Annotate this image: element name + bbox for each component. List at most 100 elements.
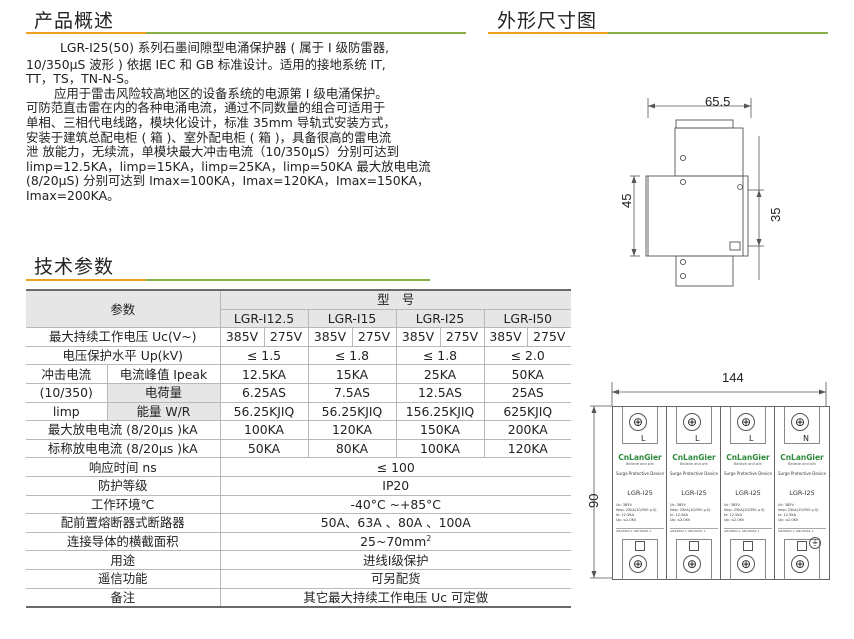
table-row: 连接导体的横截面积 25~70mm2 (26, 531, 571, 552)
cell: 100KA (395, 438, 485, 459)
row-label: 备注 (26, 587, 221, 608)
cell: ≤ 1.5 (219, 345, 309, 366)
front-height-label: 90 (586, 493, 601, 508)
screw-terminal-icon: ⊕ (629, 413, 647, 431)
spec-table: 参数 型 号 LGR-I12.5 LGR-I15 LGR-I25 LGR-I50… (26, 289, 571, 609)
module-spec: In: 12.5KA (616, 513, 634, 517)
overview-text: LGR-I25(50) 系列石墨间隙型电涌保护器 ( 属于 Ⅰ 级防雷器, 10… (26, 40, 486, 204)
module-code: GB18802.1 GB/18061.1 (616, 528, 664, 533)
overview-line: limp=12.5KA，limp=15KA，limp=25KA，limp=50K… (26, 158, 431, 174)
terminal-slot-icon (743, 541, 753, 551)
cell: 275V (263, 327, 309, 347)
row-label: 用途 (26, 550, 221, 570)
side-height-right-label: 35 (768, 207, 783, 222)
screw-terminal-icon: ⊕ (683, 413, 701, 431)
ground-icon: ⏚ (809, 537, 821, 549)
dimensions-title: 外形尺寸图 (497, 10, 598, 32)
cell: 275V (526, 327, 571, 347)
module-spec: Iimp: 25kA(10/350 μ S) (724, 508, 765, 512)
module-brand-sub: Believe and win (626, 462, 654, 466)
module-desc: Surge Protective Device (724, 471, 772, 476)
overview-line: 泄 放能力，无续流，单模块最大冲击电流（10/350μS）分别可达到 (26, 144, 400, 160)
terminal-label: N (803, 434, 809, 443)
overview-line: 可防范直击雷在内的各种电涌电流，通过不同数量的组合可适用于 (26, 100, 386, 116)
param-header: 参数 (26, 289, 221, 329)
overview-line: TT，TS，TN-N-S。 (26, 71, 137, 87)
cell: 385V (307, 327, 353, 347)
module-bottom-block (730, 539, 766, 580)
cell: ≤ 1.8 (307, 345, 397, 366)
module-spec: In: 12.5KA (670, 513, 688, 517)
model-name: LGR-I25 (395, 308, 485, 329)
row-label: 电压保护水平 Up(kV) (26, 345, 221, 366)
module-spec: Iimp: 25kA(10/350 μ S) (670, 508, 711, 512)
cell: 200KA (483, 420, 571, 440)
model-name: LGR-I12.5 (219, 308, 309, 329)
cell: 25AS (483, 382, 571, 403)
module-top-block (676, 407, 712, 444)
module-model: LGR-I25 (627, 489, 653, 497)
module-desc: Surge Protective Device (670, 471, 718, 476)
module-desc: Surge Protective Device (616, 471, 664, 476)
front-view-drawing (590, 382, 827, 579)
cell: 7.5AS (307, 382, 397, 403)
cell: 50KA (219, 438, 309, 459)
module-spec: Uc: 385V (724, 503, 740, 507)
screw-terminal-icon: ⊕ (791, 555, 809, 573)
module-spec: Uc: 385V (778, 503, 794, 507)
module-model: LGR-I25 (681, 489, 707, 497)
module-spec: Iimp: 25kA(10/350 μ S) (616, 508, 657, 512)
overview-line: 应用于雷击风险较高地区的设备系统的电源第 Ⅰ 级电涌保护。 (54, 85, 388, 101)
module-brand-sub: Believe and win (734, 462, 762, 466)
row-label: 最大持续工作电压 Uc(V~) (26, 327, 221, 347)
module-top-block (622, 407, 658, 444)
table-row: 遥信功能 可另配货 (26, 568, 571, 589)
module-spec: Up: ≤2.0KV (724, 518, 745, 522)
screw-terminal-icon: ⊕ (791, 413, 809, 431)
row-label: 电荷量 (106, 382, 221, 403)
module-brand: CnLanGier (726, 453, 770, 462)
terminal-slot-icon (689, 541, 699, 551)
module-spec-block: Uc: 385V Iimp: 25kA(10/350 μ S) In: 12.5… (616, 503, 657, 523)
module-4: ⊕ N CnLanGier Believe and win Surge Prot… (774, 406, 830, 580)
table-row: 参数 型 号 (26, 289, 571, 329)
table-row: 最大放电电流 (8/20μs )kA 100KA 120KA 150KA 200… (26, 420, 571, 440)
cell: 其它最大持续工作电压 Uc 可定做 (219, 587, 571, 608)
cell: 25KA (395, 364, 485, 384)
cell: 100KA (219, 420, 309, 440)
module-2: ⊕ L CnLanGier Believe and win Surge Prot… (666, 406, 722, 580)
module-spec: Iimp: 25kA(10/350 μ S) (778, 508, 819, 512)
cell: 6.25AS (219, 382, 309, 403)
cell: 56.25KJIQ (219, 401, 309, 422)
overview-line: Imax=200KA。 (26, 187, 120, 203)
row-label: 响应时间 ns (26, 457, 221, 477)
cell: 50KA (483, 364, 571, 384)
model-name: LGR-I15 (307, 308, 397, 329)
cell: 进线Ⅰ级保护 (219, 550, 571, 570)
cell: 56.25KJIQ (307, 401, 397, 422)
module-spec: Up: ≤2.0KV (670, 518, 691, 522)
module-bottom-block (676, 539, 712, 580)
row-label: 遥信功能 (26, 568, 221, 589)
terminal-label: L (695, 434, 700, 443)
model-name: LGR-I50 (483, 308, 571, 329)
row-label: 电流峰值 Ipeak (106, 364, 221, 384)
terminal-label: L (641, 434, 646, 443)
row-label: 能量 W/R (106, 401, 221, 422)
row-label: 最大放电电流 (8/20μs )kA (26, 420, 221, 440)
table-row: 最大持续工作电压 Uc(V~) 385V 275V 385V 275V 385V… (26, 327, 571, 347)
module-code: GB18802.1 GB/18061.1 (778, 528, 826, 533)
table-row: 备注 其它最大持续工作电压 Uc 可定做 (26, 587, 571, 608)
specs-title: 技术参数 (34, 256, 115, 278)
cell: 12.5KA (219, 364, 309, 384)
side-view-drawing (630, 98, 764, 287)
cell: 275V (439, 327, 485, 347)
module-spec: Uc: 385V (670, 503, 686, 507)
module-code: GB18802.1 GB/18061.1 (724, 528, 772, 533)
impulse-group-label: (10/350) (26, 382, 108, 403)
cell: 385V (483, 327, 528, 347)
overview-line: LGR-I25(50) 系列石墨间隙型电涌保护器 ( 属于 Ⅰ 级防雷器, (60, 40, 390, 55)
screw-terminal-icon: ⊕ (629, 555, 647, 573)
screw-terminal-icon: ⊕ (737, 413, 755, 431)
table-row: 标称放电电流 (8/20μs )kA 50KA 80KA 100KA 120KA (26, 438, 571, 459)
